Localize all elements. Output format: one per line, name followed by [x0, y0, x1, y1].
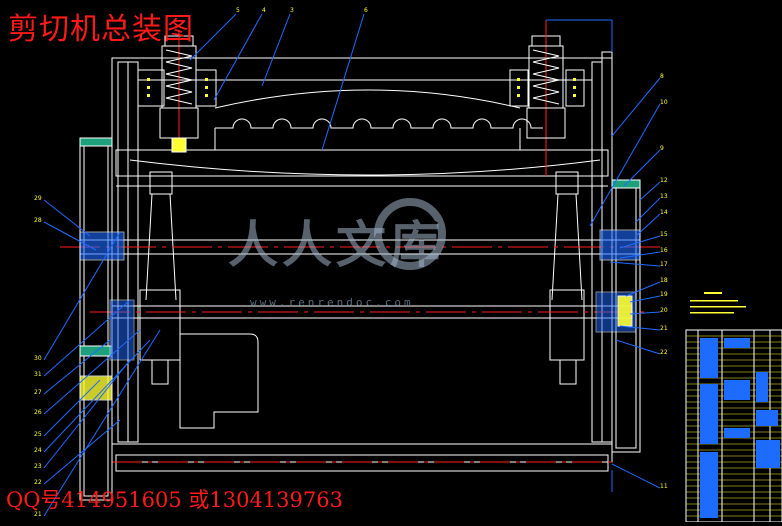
svg-text:6: 6 [364, 7, 368, 14]
svg-text:26: 26 [34, 409, 42, 416]
svg-text:17: 17 [660, 261, 668, 268]
svg-text:12: 12 [660, 177, 668, 184]
motor-housing [179, 333, 259, 429]
left-leader-lines [43, 199, 161, 517]
left-part-labels: 29 28 30 31 27 26 25 24 23 22 21 [34, 195, 42, 518]
svg-text:10: 10 [660, 99, 668, 106]
svg-text:29: 29 [34, 195, 42, 202]
svg-text:4: 4 [262, 7, 266, 14]
connecting-rods [139, 171, 585, 385]
dimension-line [546, 19, 613, 492]
svg-text:30: 30 [34, 355, 42, 362]
svg-text:5: 5 [236, 7, 240, 14]
contact-line: QQ号414951605 或1304139763 [6, 488, 343, 512]
top-right-leader-lines [189, 13, 661, 489]
renrendoc-logo-icon [374, 198, 446, 270]
svg-text:24: 24 [34, 447, 42, 454]
svg-text:23: 23 [34, 463, 42, 470]
right-pulley [595, 179, 641, 453]
svg-text:13: 13 [660, 193, 668, 200]
drawing-title: 剪切机总装图 [8, 12, 194, 47]
right-spring-assembly [509, 20, 585, 176]
svg-text:16: 16 [660, 247, 668, 254]
svg-text:31: 31 [34, 371, 42, 378]
right-part-labels: 5 4 3 6 8 10 9 12 13 14 15 16 17 18 19 20 21 22 1… [236, 7, 668, 490]
svg-text:21: 21 [34, 511, 42, 518]
svg-text:21: 21 [660, 325, 668, 332]
svg-text:28: 28 [34, 217, 42, 224]
svg-text:19: 19 [660, 291, 668, 298]
parts-list-table [685, 329, 782, 523]
watermark-url: www.renrendoc.com [250, 296, 414, 309]
svg-text:25: 25 [34, 431, 42, 438]
svg-text:3: 3 [290, 7, 294, 14]
svg-text:11: 11 [660, 483, 668, 490]
svg-text:15: 15 [660, 231, 668, 238]
svg-text:8: 8 [660, 73, 664, 80]
svg-text:27: 27 [34, 389, 42, 396]
svg-text:18: 18 [660, 277, 668, 284]
technical-notes [690, 292, 746, 314]
svg-text:22: 22 [660, 349, 668, 356]
left-spring-assembly [137, 30, 217, 153]
svg-text:20: 20 [660, 307, 668, 314]
svg-text:22: 22 [34, 479, 42, 486]
svg-text:14: 14 [660, 209, 668, 216]
watermark-text: 人人文库 [228, 215, 444, 274]
blade-holder-teeth [214, 118, 543, 150]
spring-bolt-dots [147, 78, 576, 97]
svg-text:9: 9 [660, 145, 664, 152]
